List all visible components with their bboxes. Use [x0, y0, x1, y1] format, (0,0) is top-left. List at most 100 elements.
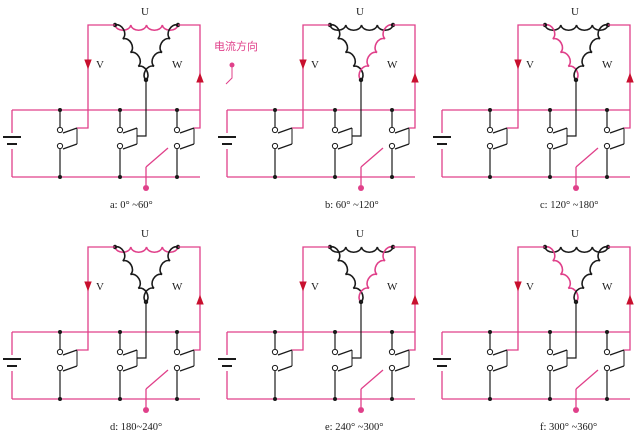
switch-contact: [56, 126, 64, 134]
current-arrow-down: [84, 59, 92, 70]
switch-contact: [116, 126, 124, 134]
switch-blade: [552, 143, 568, 150]
panel-caption-a: a: 0° ~60°: [110, 200, 153, 211]
switch-blade: [277, 349, 293, 356]
switch-blade: [122, 349, 138, 356]
switch-blade: [552, 127, 568, 134]
switch-contact: [388, 348, 396, 356]
switch-contact: [116, 142, 124, 150]
switch-contact: [56, 348, 64, 356]
current-arrow-up: [626, 72, 634, 83]
current-arrow-up: [196, 72, 204, 83]
switch-contact: [331, 348, 339, 356]
panel-caption-b: b: 60° ~120°: [325, 200, 379, 211]
switch-blade: [337, 127, 353, 134]
switch-contact: [388, 142, 396, 150]
feed-line-middle: [352, 302, 362, 359]
feed-line-left: [77, 246, 115, 351]
phase-label-w: W: [602, 59, 613, 71]
switch-blade: [552, 365, 568, 372]
switch-blade: [492, 349, 508, 356]
switch-blade: [122, 143, 138, 150]
current-arrow-down: [299, 59, 307, 70]
switch-contact: [173, 364, 181, 372]
switch-contact: [271, 348, 279, 356]
feed-line-left: [292, 246, 330, 351]
switch-contact: [173, 348, 181, 356]
panel-caption-f: f: 300° ~360°: [540, 422, 597, 433]
switch-blade: [609, 349, 625, 356]
switch-blade: [122, 127, 138, 134]
rotor-dot: [358, 185, 364, 191]
switch-contact: [173, 126, 181, 134]
phase-label-v: V: [311, 59, 319, 71]
switch-contact: [331, 126, 339, 134]
rotor-pointer: [360, 147, 384, 168]
feed-line-right: [608, 246, 631, 351]
coil-u: [329, 246, 394, 254]
rotor-dot: [143, 407, 149, 413]
current-arrow-up: [411, 72, 419, 83]
switch-contact: [603, 126, 611, 134]
switch-contact: [546, 348, 554, 356]
switch-contact: [56, 142, 64, 150]
switch-contact: [603, 364, 611, 372]
switch-blade: [394, 365, 410, 372]
switch-blade: [609, 143, 625, 150]
phase-label-u: U: [571, 228, 579, 240]
switch-contact: [486, 348, 494, 356]
feed-line-right: [393, 24, 416, 129]
switch-contact: [486, 364, 494, 372]
feed-line-middle: [567, 80, 577, 137]
switch-contact: [116, 348, 124, 356]
switch-contact: [546, 142, 554, 150]
switch-blade: [394, 127, 410, 134]
feed-line-left: [77, 24, 115, 129]
coil-u: [544, 246, 609, 254]
switch-blade: [179, 349, 195, 356]
coil-w: [358, 245, 394, 303]
panel-caption-c: c: 120° ~180°: [540, 200, 598, 211]
phase-label-v: V: [96, 59, 104, 71]
coil-v: [114, 245, 149, 303]
rotor-dot: [573, 185, 579, 191]
coil-w: [573, 23, 609, 81]
switch-blade: [277, 143, 293, 150]
switch-blade: [492, 143, 508, 150]
phase-label-w: W: [387, 59, 398, 71]
switch-contact: [486, 142, 494, 150]
switch-contact: [271, 142, 279, 150]
feed-line-right: [178, 24, 201, 129]
phase-label-w: W: [172, 59, 183, 71]
coil-v: [544, 23, 579, 81]
current-arrow-down: [514, 59, 522, 70]
phase-label-w: W: [602, 281, 613, 293]
coil-v: [329, 245, 364, 303]
switch-contact: [388, 126, 396, 134]
switch-blade: [609, 127, 625, 134]
phase-label-u: U: [356, 228, 364, 240]
rotor-dot: [573, 407, 579, 413]
coil-u: [114, 24, 179, 32]
feed-line-left: [507, 246, 545, 351]
switch-contact: [173, 142, 181, 150]
rotor-pointer: [575, 147, 599, 168]
rotor-dot: [143, 185, 149, 191]
switch-contact: [388, 364, 396, 372]
phase-label-w: W: [387, 281, 398, 293]
switch-contact: [546, 126, 554, 134]
coil-u: [114, 246, 179, 254]
current-arrow-down: [299, 281, 307, 292]
current-arrow-up: [626, 294, 634, 305]
current-arrow-up: [196, 294, 204, 305]
annotation-leader-dot: [229, 62, 235, 68]
coil-u: [329, 24, 394, 32]
